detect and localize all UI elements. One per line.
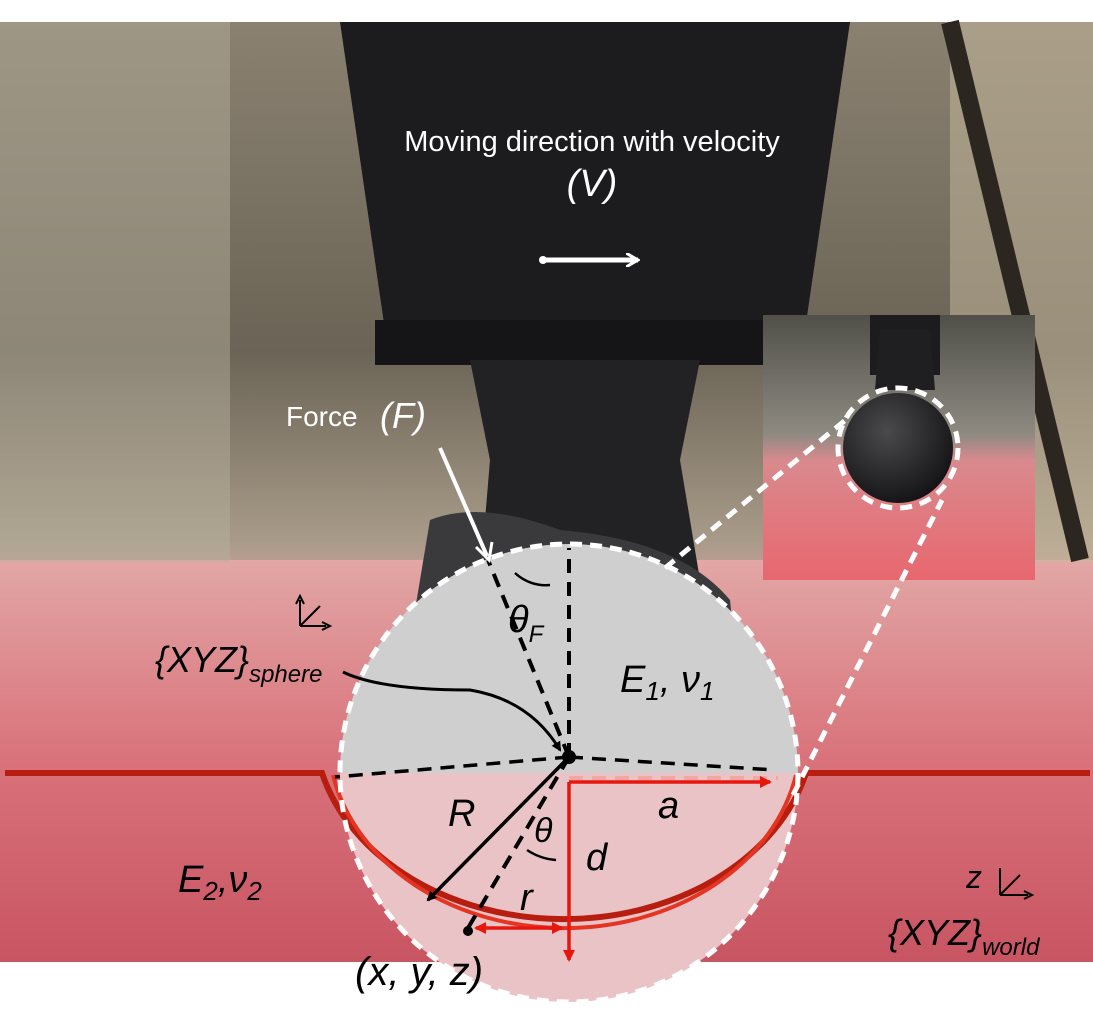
e2-nu2-label: E2,ν2 — [178, 859, 262, 906]
contact-radius-label: a — [658, 785, 679, 827]
theta-f-subscript: F — [529, 621, 545, 648]
sphere-frame-axes — [295, 593, 333, 631]
r-label: r — [520, 877, 534, 919]
velocity-arrow-tail — [539, 256, 547, 264]
tilted-plane-right — [568, 755, 776, 772]
indentation-outline — [331, 774, 798, 931]
force-direction-line — [486, 559, 571, 758]
nu2-subscript: 2 — [246, 876, 262, 906]
nu1-symbol: , ν — [660, 659, 700, 701]
tilted-plane-left — [334, 755, 570, 779]
probe-body — [340, 22, 850, 330]
sphere-frame-label: {XYZ}sphere — [155, 639, 322, 688]
zoom-line-bottom — [790, 498, 945, 797]
force-symbol: (F) — [380, 395, 426, 436]
probe-collar — [375, 320, 815, 365]
inset-photo — [763, 315, 1035, 580]
sphere-frame-symbol: {XYZ} — [155, 639, 249, 680]
force-arrow-head — [474, 541, 494, 564]
e1-nu1-label: E1, ν1 — [620, 659, 714, 706]
e1-symbol: E — [620, 659, 646, 701]
velocity-symbol: (V) — [567, 163, 618, 205]
nu2-symbol: ,ν — [218, 859, 248, 901]
sphere-outline — [337, 541, 801, 1005]
theta-f-label: θF — [508, 599, 545, 648]
point-marker — [463, 926, 473, 936]
blurred-background-left — [0, 22, 230, 562]
force-label: Force — [286, 401, 358, 432]
theta-f-arc — [514, 572, 551, 587]
force-arrow — [438, 447, 489, 557]
theta-f-symbol: θ — [508, 599, 529, 641]
moving-direction-label: Moving direction with velocity — [404, 126, 780, 158]
world-axis-z-label: z — [965, 859, 982, 895]
point-label: (x, y, z) — [355, 950, 483, 994]
theta-arc — [526, 848, 557, 862]
e1-subscript: 1 — [645, 676, 659, 706]
nu1-subscript: 1 — [700, 676, 714, 706]
sphere-frame-subscript: sphere — [249, 661, 322, 688]
depth-label: d — [586, 837, 609, 879]
background-cable — [941, 19, 1089, 563]
radius-label: R — [448, 793, 475, 835]
point-line — [466, 755, 571, 930]
world-frame-subscript: world — [982, 934, 1040, 961]
e2-symbol: E — [178, 859, 204, 901]
e2-subscript: 2 — [202, 876, 218, 906]
theta-label: θ — [534, 812, 553, 850]
world-frame-symbol: {XYZ} — [888, 912, 982, 953]
sphere-frame-pointer — [342, 670, 562, 752]
world-frame-label: {XYZ}world — [888, 912, 1040, 961]
world-frame-axes — [999, 868, 1035, 900]
radius-arrow — [426, 755, 571, 902]
